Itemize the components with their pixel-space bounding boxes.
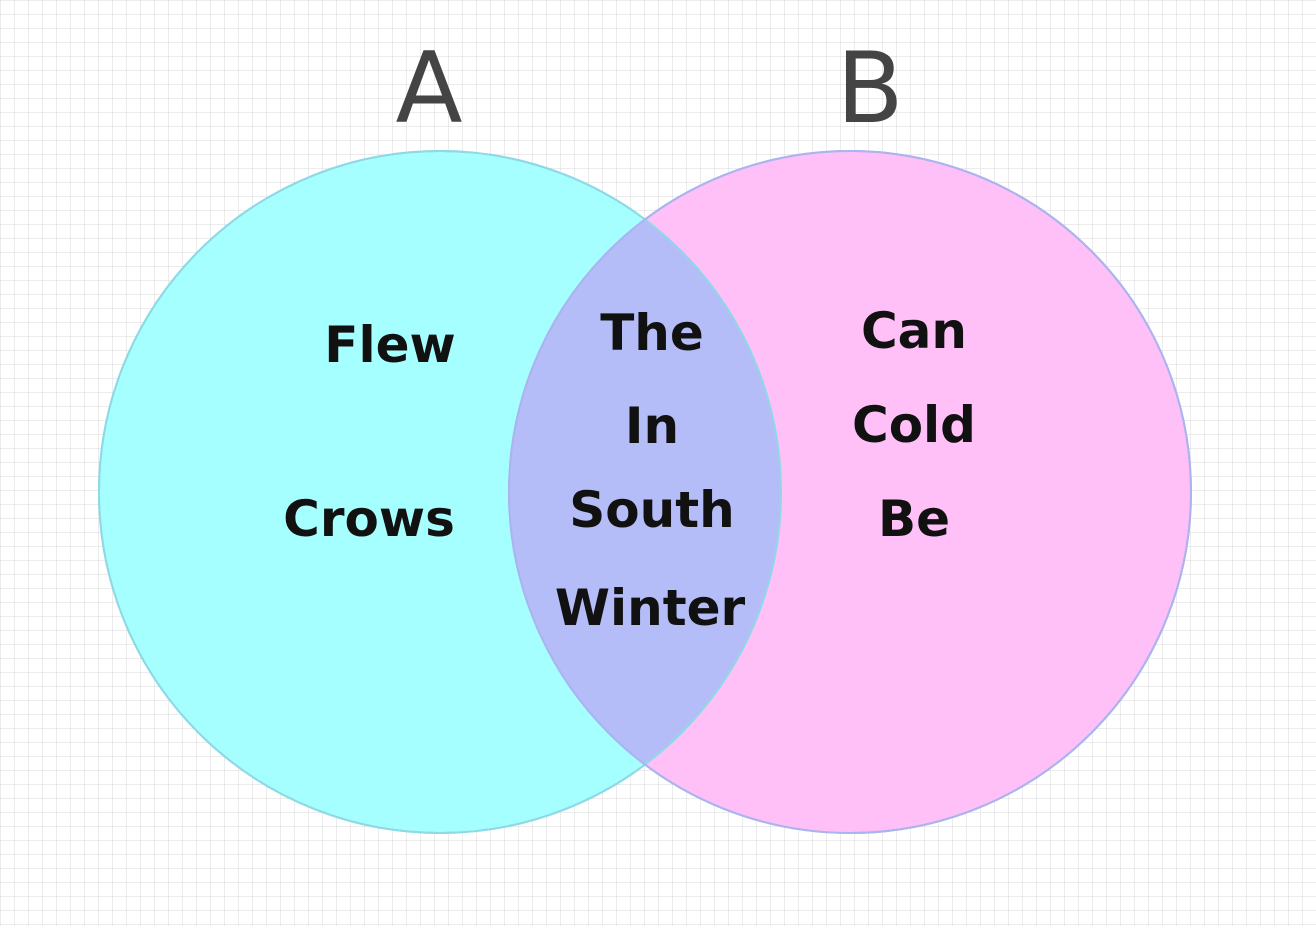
intersection-region (509, 151, 781, 833)
set-b-label: B (836, 32, 903, 146)
set-b-item: Cold (852, 396, 976, 454)
set-a-label: A (395, 32, 462, 146)
set-b-item: Can (861, 302, 967, 360)
intersection-item: Winter (555, 579, 746, 637)
intersection-item: The (600, 304, 704, 362)
set-b-item: Be (878, 490, 950, 548)
circle-b-outline (508, 150, 1192, 834)
intersection-item: South (569, 481, 734, 539)
intersection-item: In (625, 397, 679, 455)
set-a-item: Crows (283, 490, 455, 548)
circle-a-outline (98, 150, 782, 834)
set-a-item: Flew (324, 316, 455, 374)
